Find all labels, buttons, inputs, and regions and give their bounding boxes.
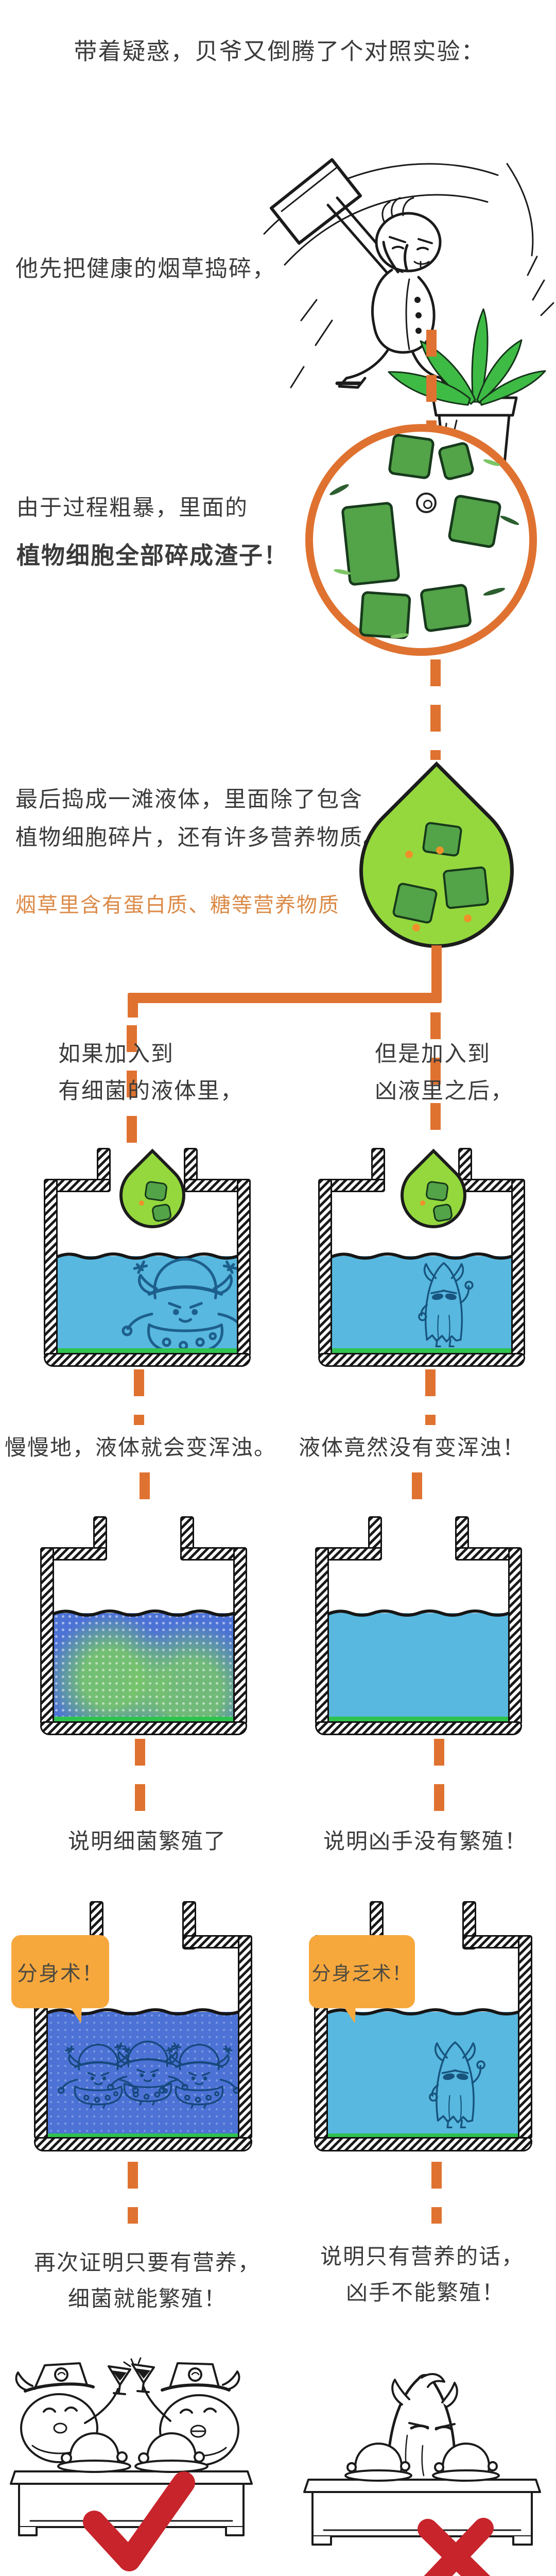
- connector-dash-2: [430, 659, 441, 760]
- branch-right-lead1: 但是加入到: [375, 1042, 491, 1066]
- cell-fragment: [359, 590, 411, 640]
- speech-bubble-left: 分身术！: [11, 1935, 109, 2008]
- beaker-bacteria-multiplied: [34, 1901, 252, 2152]
- connector-dash-left: [128, 2162, 138, 2224]
- connector-dash-left: [134, 1369, 144, 1425]
- water-surface: [53, 1609, 234, 1617]
- speech-bubble-right: 分身乏术！: [309, 1935, 415, 2008]
- row1-right-caption: 液体竟然没有变浑浊！: [298, 1435, 526, 1460]
- fragment-chunk: [442, 866, 490, 910]
- beaker-culprit-initial: [318, 1148, 525, 1367]
- debris-sliver: [482, 586, 506, 597]
- nutrient-dot: [464, 914, 472, 922]
- hammer-smash-illustration: [263, 158, 554, 491]
- nutrient-dot: [412, 924, 420, 931]
- cell-fragment: [447, 494, 502, 549]
- connector-dash-right: [425, 1369, 436, 1425]
- branch-right-lead2: 凶液里之后，: [375, 1079, 514, 1104]
- connector-elbow-left: [128, 1002, 138, 1018]
- connector-dash-left: [140, 1472, 150, 1513]
- connector-dash-right: [412, 1472, 422, 1513]
- bacteria-icon: [157, 2036, 242, 2109]
- connector-dash-right: [430, 1012, 441, 1148]
- cell-fragment: [437, 440, 476, 482]
- row2-left-caption: 说明细菌繁殖了: [67, 1829, 227, 1853]
- nutrient-dot: [436, 846, 444, 854]
- connector-dash-left: [127, 1025, 137, 1148]
- smash-caption: 他先把健康的烟草捣碎，: [15, 256, 276, 281]
- cell-fragment: [419, 583, 473, 633]
- speech-bubble-right-text: 分身乏术！: [311, 1963, 412, 1984]
- water-surface: [328, 1609, 509, 1617]
- conclusion-right-line1: 说明只有营养的话，: [320, 2244, 525, 2268]
- check-mark-icon: [83, 2471, 195, 2571]
- conclusion-left-line2: 细菌就能繁殖！: [67, 2286, 227, 2311]
- debris-sliver: [499, 514, 520, 527]
- row2-right-caption: 说明凶手没有繁殖！: [323, 1829, 528, 1853]
- connector-dash-1: [426, 330, 437, 432]
- beaker-culprit-clear: [315, 1516, 522, 1735]
- page-title: 带着疑惑，贝爷又倒腾了个对照实验：: [74, 38, 485, 64]
- slurry-note: 烟草里含有蛋白质、糖等营养物质: [15, 894, 340, 917]
- conclusion-right-line2: 凶手不能繁殖！: [345, 2280, 505, 2304]
- fragment-chunk: [391, 882, 439, 925]
- row1-left-caption: 慢慢地，液体就会变浑浊。: [4, 1435, 277, 1460]
- culprit-monster-icon: [399, 1249, 488, 1351]
- magnifier-circle: [305, 424, 537, 656]
- branch-left-lead1: 如果加入到: [58, 1042, 174, 1066]
- shatter-line2: 植物细胞全部碎成渣子！: [16, 542, 288, 569]
- slurry-line1: 最后捣成一滩液体，里面除了包含: [15, 787, 363, 812]
- slurry-line2: 植物细胞碎片，还有许多营养物质。: [15, 825, 386, 850]
- water-surface: [57, 1252, 238, 1260]
- cross-mark-icon: [418, 2518, 494, 2576]
- speech-bubble-left-text: 分身术！: [17, 1962, 103, 1985]
- culprit-monster-icon: [410, 2028, 500, 2132]
- conclusion-left-line1: 再次证明只要有营养，: [33, 2250, 261, 2275]
- shatter-line1: 由于过程粗暴，里面的: [16, 496, 248, 520]
- connector-bar: [128, 993, 442, 1003]
- nutrient-dot: [405, 851, 413, 858]
- cell-fragment: [387, 433, 436, 480]
- debris-sliver: [482, 457, 501, 468]
- water-surface: [331, 1252, 512, 1260]
- connector-stem: [431, 945, 442, 997]
- beaker-bacteria-initial: [44, 1148, 251, 1367]
- connector-dash-left: [135, 1739, 145, 1814]
- culprit-starving-illustration: [303, 2373, 541, 2576]
- beaker-bacteria-turbid: [40, 1516, 247, 1735]
- cell-nucleus: [416, 493, 437, 513]
- bacteria-feast-illustration: [10, 2357, 253, 2571]
- branch-left-lead2: 有细菌的液体里，: [58, 1079, 244, 1104]
- debris-sliver: [328, 482, 350, 497]
- connector-dash-right: [431, 2162, 442, 2224]
- bacteria-icon: [118, 1246, 252, 1360]
- connector-dash-right: [434, 1739, 444, 1814]
